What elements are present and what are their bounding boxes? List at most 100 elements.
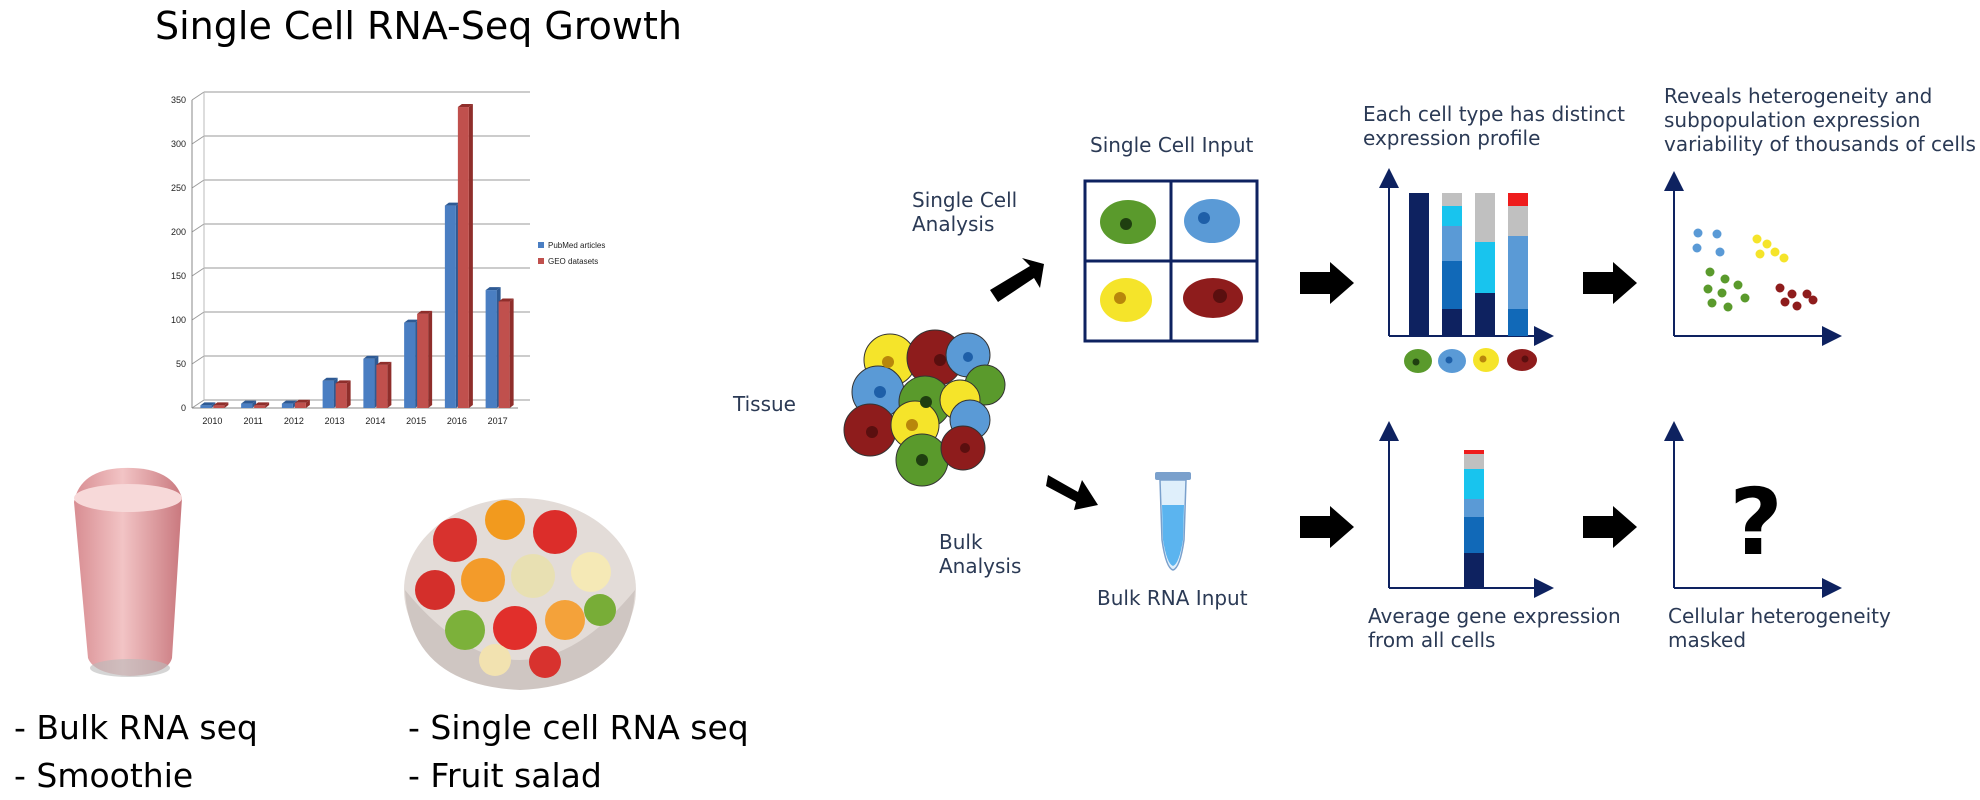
bar-pubmed-2010 (200, 405, 212, 408)
heterogeneity-masked-label: Cellular heterogeneity masked (1668, 604, 1891, 652)
bar-side (252, 400, 257, 408)
bulk-list-item: - Smoothie (14, 755, 194, 795)
tissue-cells-cluster (843, 329, 1006, 487)
label-line: Reveals heterogeneity and (1664, 84, 1933, 108)
average-expression-label: Average gene expression from all cells (1368, 604, 1621, 652)
label-line: variability of thousands of cells (1664, 132, 1976, 156)
smoothie-image (74, 467, 182, 677)
tissue-label: Tissue (733, 392, 796, 416)
label-line: Each cell type has distinct (1363, 102, 1626, 126)
bar-top (444, 202, 460, 206)
cell-type-bars (1409, 193, 1528, 336)
heterogeneity-label: Reveals heterogeneity and subpopulation … (1664, 84, 1976, 156)
bar-side (265, 402, 270, 408)
single-cell-list-item: - Single cell RNA seq (408, 708, 749, 747)
arrow-right-icon (1300, 262, 1354, 304)
bar-top (241, 400, 257, 404)
gridline-depth (191, 399, 205, 409)
cell-type-icons (1404, 348, 1537, 373)
bar-side (428, 310, 433, 408)
x-tick-label: 2015 (406, 416, 426, 426)
bar-top (200, 402, 216, 406)
bar-top (498, 298, 514, 302)
label-line: Analysis (912, 212, 995, 236)
bar-geo-2017 (498, 301, 510, 408)
single-cell-list: - Single cell RNA seq - Fruit salad (408, 704, 749, 800)
scatter-clusters (1692, 228, 1818, 312)
gridline-depth (191, 135, 205, 145)
gridline-depth (191, 267, 205, 277)
x-tick-label: 2011 (243, 416, 262, 426)
x-tick-label: 2013 (325, 416, 345, 426)
x-tick-label: 2012 (284, 416, 304, 426)
fruit-salad-image (404, 498, 636, 690)
label-line: subpopulation expression (1664, 108, 1921, 132)
bar-side (305, 399, 310, 408)
y-tick-label: 250 (171, 183, 186, 193)
bar-top (281, 400, 297, 404)
distinct-profile-label: Each cell type has distinct expression p… (1363, 102, 1625, 150)
label-line: Average gene expression (1368, 604, 1621, 628)
page-title: Single Cell RNA-Seq Growth (155, 4, 682, 48)
bar-side (468, 104, 473, 408)
bar-pubmed-2014 (363, 358, 375, 408)
label-line: Cellular heterogeneity (1668, 604, 1891, 628)
gridline-depth (191, 179, 205, 189)
label-line: from all cells (1368, 628, 1496, 652)
bulk-list-item: - Bulk RNA seq (14, 708, 258, 747)
single-cell-input-grid (1083, 179, 1259, 343)
bulk-rna-input-label: Bulk RNA Input (1097, 586, 1248, 610)
bar-geo-2014 (376, 364, 388, 408)
bar-pubmed-2013 (322, 380, 334, 408)
label-line: Bulk (939, 530, 983, 554)
single-cell-list-item: - Fruit salad (408, 755, 602, 795)
bar-geo-2011 (254, 405, 266, 408)
gridline-depth (191, 311, 205, 321)
x-tick-label: 2016 (447, 416, 467, 426)
bar-top (417, 310, 433, 314)
bar-pubmed-2017 (485, 290, 497, 408)
arrow-right-icon (1583, 262, 1637, 304)
bar-geo-2013 (335, 383, 347, 408)
arrow-to-single-icon (990, 258, 1044, 302)
bar-side (224, 402, 229, 408)
legend-label: GEO datasets (548, 257, 598, 266)
label-line: masked (1668, 628, 1747, 652)
bar-pubmed-2012 (281, 403, 293, 408)
bar-top (322, 377, 338, 381)
y-tick-label: 100 (171, 315, 186, 325)
bulk-average-bar (1464, 450, 1484, 588)
bar-geo-2015 (417, 313, 429, 408)
heterogeneity-scatter-axes (1664, 171, 1842, 346)
bar-top (404, 319, 420, 323)
single-cell-analysis-label: Single Cell Analysis (912, 188, 1017, 236)
bar-top (254, 402, 270, 406)
bar-top (363, 355, 379, 359)
bar-side (509, 298, 514, 408)
bar-geo-2012 (294, 402, 306, 408)
legend-label: PubMed articles (548, 241, 605, 250)
y-tick-label: 0 (181, 403, 186, 413)
bar-geo-2016 (457, 107, 469, 408)
arrow-right-icon (1300, 506, 1354, 548)
bar-pubmed-2015 (404, 322, 416, 408)
label-line: Single Cell (912, 188, 1018, 212)
bar-side (346, 380, 351, 408)
y-tick-label: 150 (171, 271, 186, 281)
x-tick-label: 2014 (365, 416, 385, 426)
x-tick-label: 2010 (202, 416, 222, 426)
bulk-rna-tube (1155, 472, 1191, 571)
single-cell-input-label: Single Cell Input (1090, 133, 1254, 157)
arrow-to-bulk-icon (1046, 475, 1098, 510)
label-line: Analysis (939, 554, 1022, 578)
label-line: expression profile (1363, 126, 1541, 150)
x-tick-label: 2017 (488, 416, 508, 426)
bar-top (485, 287, 501, 291)
y-tick-label: 200 (171, 227, 186, 237)
bar-pubmed-2011 (241, 403, 253, 408)
legend-swatch (538, 258, 544, 264)
gridline-depth (191, 355, 205, 365)
bar-pubmed-2016 (444, 205, 456, 408)
